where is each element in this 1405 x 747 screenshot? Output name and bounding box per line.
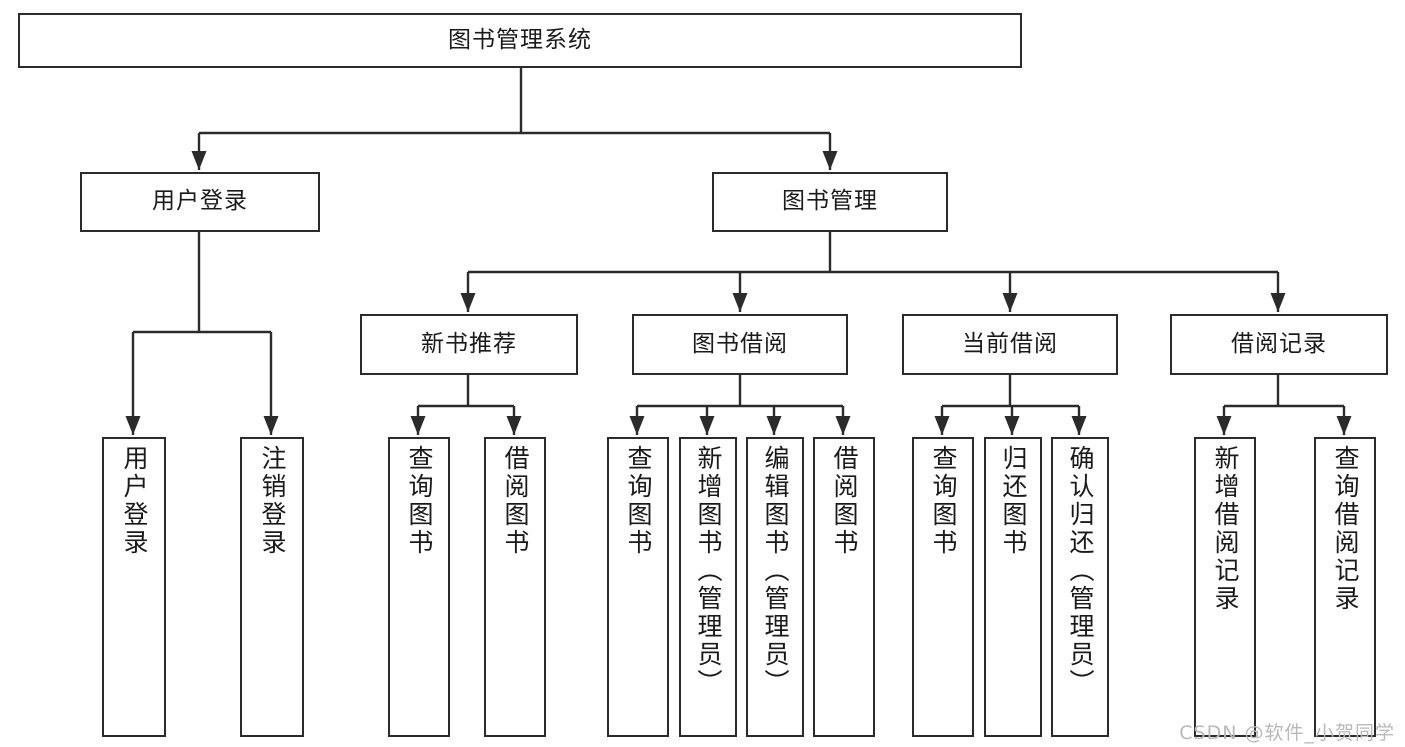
leaf-rec-query-book-label: 查询图书 [405, 445, 434, 557]
leaf-borrow-edit-book-label: 编辑图书（管理员） [761, 445, 790, 697]
node-book-management-label: 图书管理 [782, 188, 878, 215]
csdn-watermark: CSDN @软件_小贺同学 [1179, 722, 1395, 744]
node-current-borrowing[interactable]: 当前借阅 [902, 314, 1118, 375]
node-new-book-recommendation-label: 新书推荐 [421, 330, 517, 357]
leaf-borrow-add-book[interactable]: 新增图书（管理员） [679, 437, 737, 737]
node-user-login[interactable]: 用户登录 [80, 172, 320, 232]
leaf-current-query-book-label: 查询图书 [929, 445, 958, 557]
node-book-borrowing[interactable]: 图书借阅 [632, 314, 848, 375]
leaf-borrow-edit-book[interactable]: 编辑图书（管理员） [746, 437, 804, 737]
leaf-record-add[interactable]: 新增借阅记录 [1194, 437, 1256, 737]
leaf-user-login-label: 用户登录 [120, 445, 149, 557]
leaf-rec-borrow-book-label: 借阅图书 [501, 445, 530, 557]
leaf-current-confirm-return-label: 确认归还（管理员） [1066, 445, 1095, 697]
node-root[interactable]: 图书管理系统 [18, 13, 1022, 68]
leaf-current-return-book[interactable]: 归还图书 [984, 437, 1042, 737]
leaf-borrow-add-book-label: 新增图书（管理员） [694, 445, 723, 697]
leaf-borrow-query-book-label: 查询图书 [624, 445, 653, 557]
node-user-login-label: 用户登录 [152, 188, 248, 215]
leaf-borrow-borrow-book[interactable]: 借阅图书 [813, 437, 875, 737]
node-root-label: 图书管理系统 [448, 26, 592, 53]
leaf-user-logout[interactable]: 注销登录 [240, 437, 304, 737]
leaf-borrow-borrow-book-label: 借阅图书 [830, 445, 859, 557]
leaf-user-login[interactable]: 用户登录 [102, 437, 166, 737]
node-borrowing-record-label: 借阅记录 [1231, 330, 1327, 357]
leaf-current-return-book-label: 归还图书 [999, 445, 1028, 557]
leaf-record-add-label: 新增借阅记录 [1211, 445, 1240, 613]
node-new-book-recommendation[interactable]: 新书推荐 [360, 314, 578, 375]
leaf-user-logout-label: 注销登录 [258, 445, 287, 557]
node-current-borrowing-label: 当前借阅 [962, 330, 1058, 357]
leaf-record-query-label: 查询借阅记录 [1331, 445, 1360, 613]
node-borrowing-record[interactable]: 借阅记录 [1170, 314, 1388, 375]
leaf-current-confirm-return[interactable]: 确认归还（管理员） [1051, 437, 1109, 737]
leaf-rec-borrow-book[interactable]: 借阅图书 [484, 437, 546, 737]
leaf-current-query-book[interactable]: 查询图书 [912, 437, 974, 737]
leaf-borrow-query-book[interactable]: 查询图书 [607, 437, 669, 737]
node-book-borrowing-label: 图书借阅 [692, 330, 788, 357]
node-book-management[interactable]: 图书管理 [712, 172, 948, 232]
leaf-record-query[interactable]: 查询借阅记录 [1314, 437, 1376, 737]
leaf-rec-query-book[interactable]: 查询图书 [388, 437, 450, 737]
